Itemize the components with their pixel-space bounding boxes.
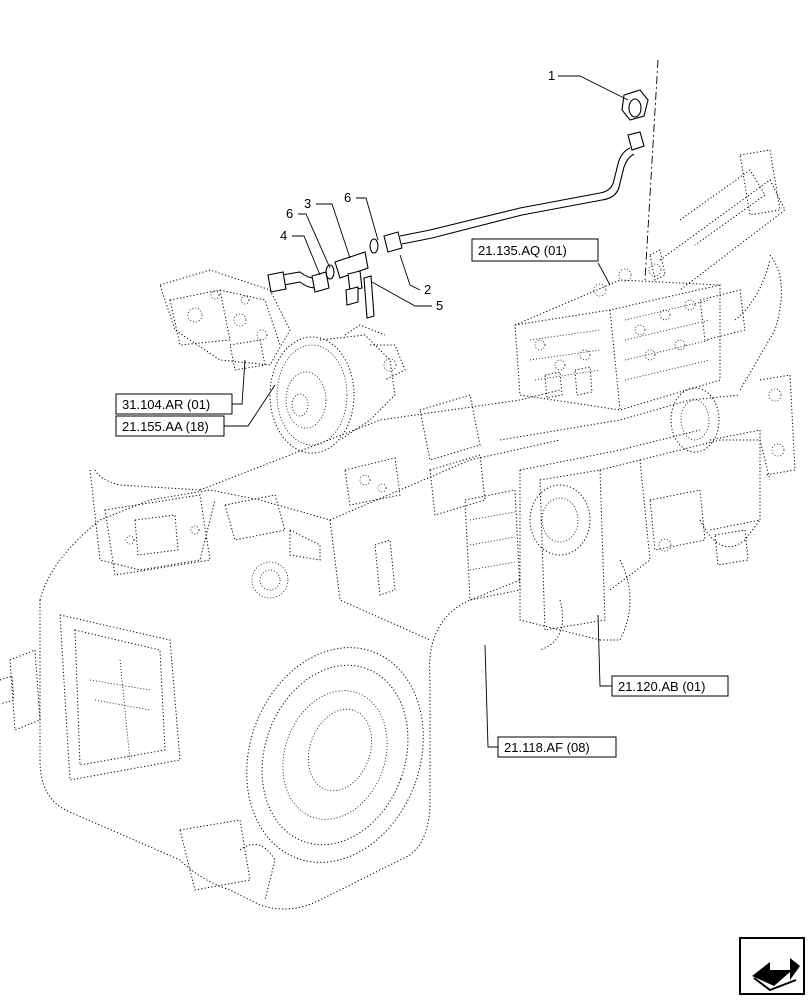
callout-2: 2	[424, 282, 431, 297]
callout-6-right: 6	[344, 190, 351, 205]
pto-valve-assembly	[159, 269, 291, 371]
ref-label: 21.118.AF (08)	[504, 740, 590, 755]
front-transmission-section	[499, 149, 796, 651]
ref-box-21-135-aq[interactable]: 21.135.AQ (01)	[471, 238, 599, 262]
callout-1: 1	[548, 68, 555, 83]
callout-6-left: 6	[286, 206, 293, 221]
ref-label: 21.155.AA (18)	[122, 419, 209, 434]
ref-box-31-104-ar[interactable]: 31.104.AR (01)	[115, 393, 233, 415]
ref-box-21-155-aa[interactable]: 21.155.AA (18)	[115, 415, 225, 437]
ref-label: 21.120.AB (01)	[618, 679, 705, 694]
callout-4: 4	[280, 228, 287, 243]
control-valve-block	[514, 249, 721, 411]
transmission-housing	[0, 389, 561, 910]
ref-label: 31.104.AR (01)	[122, 397, 210, 412]
ref-box-21-120-ab[interactable]: 21.120.AB (01)	[611, 675, 729, 697]
clutch-drum	[269, 324, 406, 454]
next-page-arrow-icon[interactable]	[739, 937, 805, 995]
ref-box-21-118-af[interactable]: 21.118.AF (08)	[497, 736, 617, 758]
oil-pipe-assembly	[267, 59, 659, 319]
leader-lines	[224, 75, 629, 748]
callout-5: 5	[436, 298, 443, 313]
ref-label: 21.135.AQ (01)	[478, 243, 567, 258]
callout-3: 3	[304, 196, 311, 211]
